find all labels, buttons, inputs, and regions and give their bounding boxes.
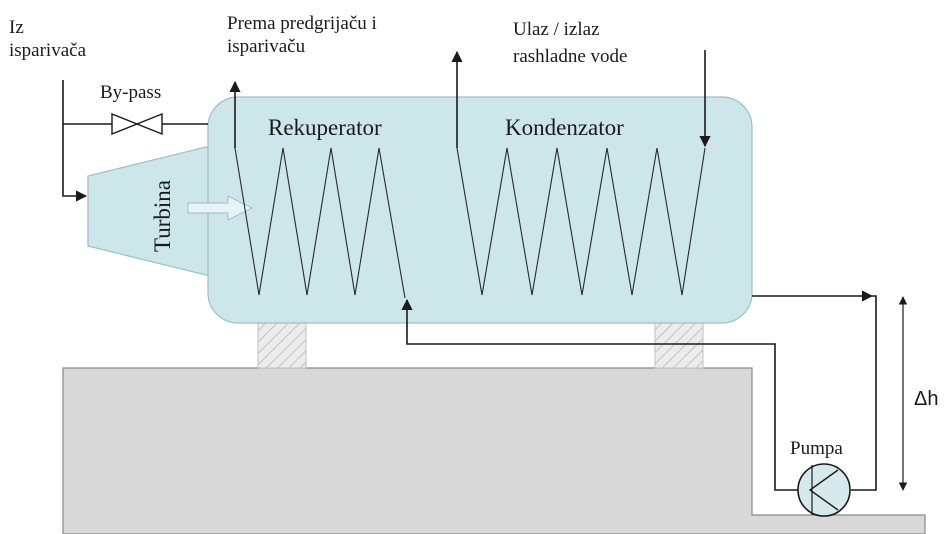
bypass-valve-icon: [111, 112, 163, 136]
delta-h-label: Δh: [914, 388, 938, 410]
from-evaporator-label-2: isparivača: [9, 40, 87, 61]
condenser-coil: [456, 147, 706, 296]
foundation: [62, 367, 926, 534]
support-leg-right: [654, 315, 704, 369]
support-leg-left: [257, 315, 307, 369]
to-preheater-label-2: isparivaču: [227, 36, 306, 57]
pump-suction-to-recuperator-pipe: [401, 298, 798, 491]
turbine-label: Turbina: [150, 180, 175, 252]
cooling-water-label-2: rashladne vode: [513, 46, 627, 67]
pump-discharge-pipe: [851, 295, 877, 491]
condenser-label: Kondenzator: [505, 115, 624, 140]
from-evaporator-label-1: Iz: [9, 17, 24, 38]
bypass-label: By-pass: [100, 82, 161, 103]
to-preheater-label-1: Prema predgrijaču i: [227, 13, 377, 34]
recuperator-label: Rekuperator: [268, 115, 382, 140]
pump-label: Pumpa: [790, 438, 843, 459]
pump-icon: [797, 463, 851, 517]
steam-flow-arrow-icon: [187, 195, 254, 221]
recuperator-coil: [234, 147, 406, 299]
evaporator-inlet-pipe: [62, 80, 88, 202]
cooling-water-label-1: Ulaz / izlaz: [513, 19, 600, 40]
